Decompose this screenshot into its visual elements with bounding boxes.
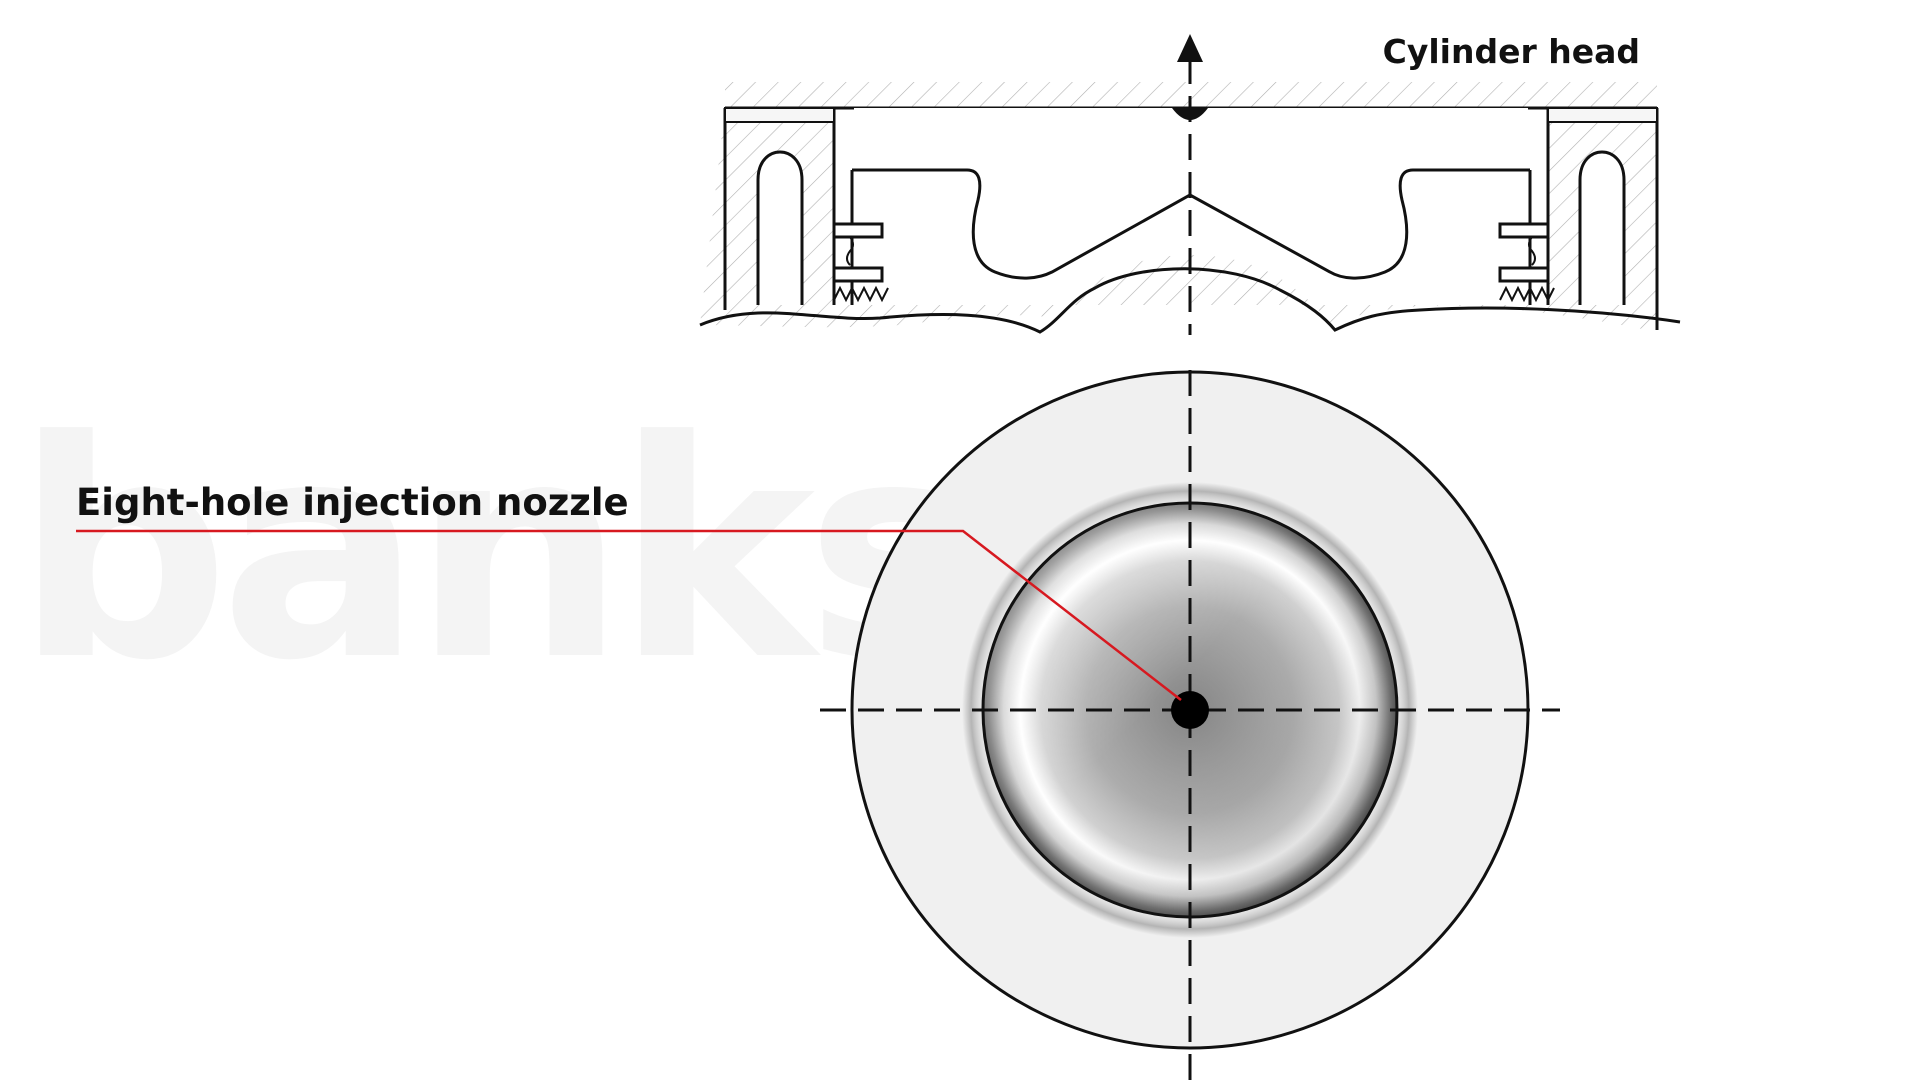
- piston-top-view: [820, 370, 1560, 1080]
- nozzle-label: Eight-hole injection nozzle: [76, 481, 629, 524]
- piston-cross-section: Cylinder head: [699, 32, 1681, 335]
- nozzle-leader-line: [76, 529, 1182, 701]
- top-land-right: [1547, 107, 1658, 123]
- watermark-logo: banks: [15, 377, 974, 726]
- ring-grooves-right: [1498, 222, 1555, 303]
- cylinder-head-label: Cylinder head: [1383, 32, 1640, 71]
- cooling-gallery-left: [756, 150, 804, 305]
- ring-grooves-left: [832, 222, 889, 303]
- watermark: banks ®: [15, 377, 984, 726]
- cooling-gallery-right: [1578, 150, 1626, 305]
- nozzle-callout: Eight-hole injection nozzle: [76, 481, 1182, 701]
- top-land-left: [724, 107, 835, 123]
- section-break-line: [699, 267, 1681, 334]
- combustion-bowl-section: [854, 108, 1530, 305]
- arrow-up-icon: [1177, 34, 1203, 62]
